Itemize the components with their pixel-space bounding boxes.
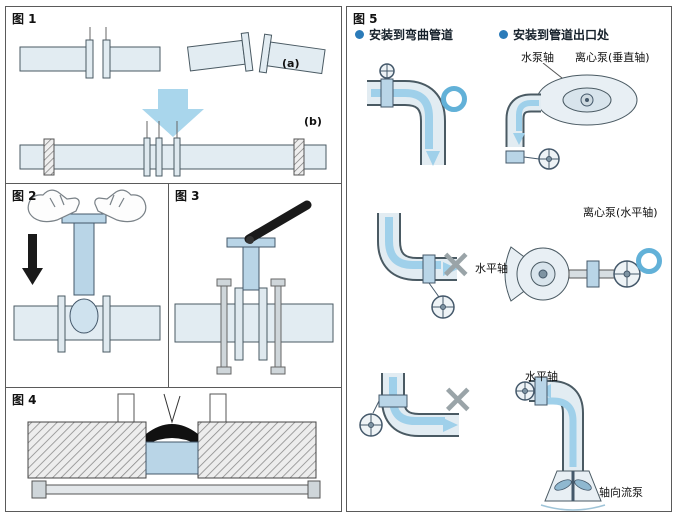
fig2-illustration [13, 189, 161, 353]
fig2-label: 图 2 [12, 189, 37, 203]
valve-handle [244, 200, 312, 244]
axial-flow-pump-label: 轴向流泵 [599, 486, 643, 499]
valve-body [505, 150, 525, 164]
legend-pipe-outlet-label: 安装到管道出口处 [513, 28, 610, 42]
handwheel-icon [428, 282, 455, 319]
panel-fig3: 图 3 [168, 183, 342, 388]
ok-mark-icon [441, 86, 467, 112]
valve-neck [226, 237, 276, 291]
big-down-arrow-icon [142, 89, 204, 137]
flange-plates [57, 295, 111, 353]
handwheel-icon [359, 400, 383, 437]
valve-body [378, 394, 408, 408]
centrifugal-vertical-label: 离心泵(垂直轴) [575, 51, 650, 64]
pipe-pair-aligned [19, 39, 161, 79]
centrifugal-horizontal-label: 离心泵(水平轴) [583, 206, 658, 219]
valve-seat [145, 441, 199, 475]
water-surface [540, 504, 606, 511]
pipe [174, 303, 334, 343]
handwheel-icon [379, 63, 395, 79]
elbow-valve-wrong-illustration [377, 213, 458, 319]
bad-mark-icon: × [441, 376, 475, 422]
pipe-pair-misaligned [186, 32, 254, 72]
fig5-label: 图 5 [353, 12, 378, 26]
legend-pipe-outlet: 安装到管道出口处 [499, 26, 609, 43]
centrifugal-pump-vertical-illustration [505, 63, 638, 170]
valve-body [586, 260, 600, 288]
fig1-sub-a: (a) [282, 57, 300, 70]
wall-hatch-left [43, 138, 55, 176]
flange-plates [234, 287, 268, 361]
centrifugal-pump-horizontal-illustration [502, 246, 641, 302]
valve-body [61, 213, 107, 334]
handwheel-icon [515, 381, 535, 401]
seal-pointer [163, 393, 181, 424]
fig1-label: 图 1 [12, 12, 37, 26]
valve-body [534, 376, 548, 406]
legend-curved-pipe: 安装到弯曲管道 [355, 26, 453, 43]
fig3-illustration [174, 200, 334, 375]
through-bolt [31, 480, 321, 499]
insert-down-arrow-icon [22, 234, 43, 285]
ok-mark-icon [636, 248, 662, 274]
flow-arrow-icon [385, 217, 441, 269]
fig4-label: 图 4 [12, 393, 37, 407]
flange-block-left [27, 421, 147, 479]
valve-body [380, 78, 394, 108]
rubber-seal [146, 424, 198, 445]
flow-arrow-icon [371, 89, 433, 149]
bad-mark-icon: × [439, 241, 473, 287]
fig1-sub-b: (b) [304, 115, 322, 128]
elbow-valve-wrong2-illustration [359, 373, 459, 437]
axial-flow-pump-illustration [515, 376, 606, 511]
handwheel-icon [523, 148, 560, 170]
pump-shaft-label: 水泵轴 [521, 51, 554, 64]
horizontal-shaft-label-row2: 水平轴 [475, 262, 508, 275]
impeller [554, 479, 592, 491]
wall-hatch-right [293, 138, 305, 176]
panel-fig5: 图 5 安装到弯曲管道 安装到管道出口处 水泵轴 离心泵(垂直轴) 离心泵(水平… [346, 6, 672, 512]
mounting-bolts [216, 278, 286, 375]
flange-block-right [197, 421, 317, 479]
fig3-label: 图 3 [175, 189, 200, 203]
legend-bullet-icon [355, 30, 364, 39]
flange-set [143, 137, 181, 177]
panel-fig4: 图 4 [5, 387, 342, 512]
flow-arrow-icon [516, 100, 539, 131]
panel-fig2: 图 2 [5, 183, 169, 388]
legend-bullet-icon [499, 30, 508, 39]
flow-arrow-icon [547, 397, 577, 467]
elbow-valve-correct-illustration [367, 63, 446, 166]
panel-fig1: 图 1 (a) (b) [5, 6, 342, 184]
hands-illustration [27, 189, 147, 223]
legend-curved-pipe-label: 安装到弯曲管道 [369, 28, 454, 42]
handwheel-icon [613, 260, 641, 288]
fig4-illustration [27, 393, 321, 499]
valve-body [422, 254, 436, 284]
pipe-corrected [19, 144, 327, 170]
fig1-illustration [19, 27, 327, 177]
horizontal-shaft-label-row3: 水平轴 [525, 370, 558, 383]
